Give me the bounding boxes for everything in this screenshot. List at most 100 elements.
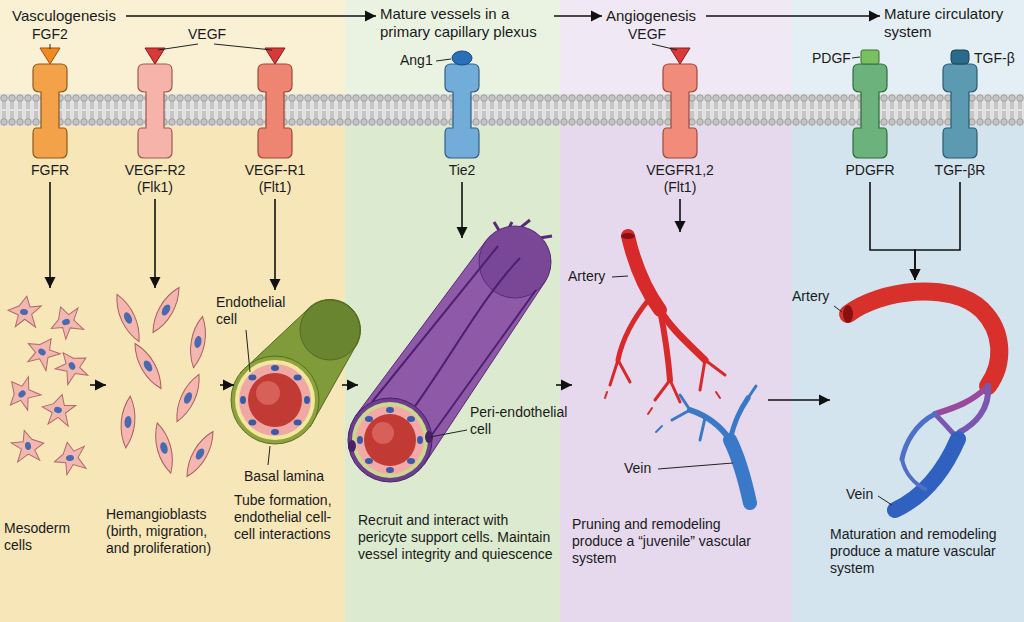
receptor-name: PDGFR (832, 162, 908, 179)
leader-line (246, 330, 270, 465)
juvenile-artery (605, 392, 607, 398)
stage-title: Angiogenesis (606, 7, 702, 25)
vessel-label: Vein (624, 460, 651, 477)
mesoderm-cell (61, 318, 71, 326)
hemangioblast-cell (147, 284, 185, 336)
artery-opening (621, 233, 635, 239)
hemangioblast-cell (151, 421, 177, 475)
mature-vessel (843, 305, 853, 323)
developmental-stage-panel: Mesoderm cells (4, 288, 90, 557)
juvenile-artery (618, 360, 630, 382)
endothelial-tube (248, 420, 256, 426)
hemangioblast-cell (181, 428, 219, 480)
arrow-connector (126, 15, 376, 17)
mesoderm-cell (9, 427, 46, 464)
pericyte-vessel (407, 458, 415, 464)
stage-caption: Maturation and remodeling produce a matu… (830, 526, 1016, 577)
mature-vessel (960, 386, 988, 432)
stage-title: Vasculogenesis (12, 7, 122, 25)
receptor-node: VEGFR1,2 (Flt1) (642, 62, 718, 199)
ligand-symbol (40, 48, 60, 64)
stage-caption: Hemangioblasts (birth, migration, and pr… (106, 506, 220, 557)
stage-caption: Pruning and remodeling produce a “juveni… (572, 516, 768, 567)
stage-heading-box: Angiogenesis (602, 4, 706, 28)
juvenile-vein (748, 386, 756, 398)
hemangioblast-cell (151, 421, 177, 475)
ligand-symbol (861, 50, 879, 64)
arrow-connector (49, 182, 51, 288)
juvenile-vein (680, 395, 690, 410)
hemangioblast-cell (147, 284, 185, 336)
arrow-connector (554, 15, 602, 17)
arrow-connector (154, 199, 156, 288)
ligand-symbol (670, 48, 690, 64)
leader-line (214, 44, 272, 50)
mesoderm-cell (51, 439, 88, 476)
mesoderm-cell (38, 390, 77, 429)
receptor-name: VEGFR1,2 (Flt1) (642, 162, 718, 196)
mesoderm-cell (5, 293, 42, 330)
hemangioblast-cell (187, 315, 209, 369)
pericyte-vessel (407, 416, 415, 422)
juvenile-vein (672, 410, 690, 420)
arrow-connector (870, 182, 915, 280)
receptor-symbol (445, 64, 479, 158)
receptor-name: VEGF-R1 (Flt1) (237, 162, 313, 196)
receptor-symbol (663, 64, 697, 158)
pericyte-vessel (364, 414, 416, 466)
receptor-node: PDGFR (832, 62, 908, 182)
hemangioblast-cell (182, 391, 193, 405)
juvenile-artery (716, 392, 720, 398)
arrow-connector (274, 199, 276, 290)
leader-line (158, 44, 198, 50)
juvenile-vein (690, 410, 730, 440)
endothelial-tube (271, 365, 279, 371)
hemangioblast-cell (111, 292, 145, 345)
juvenile-artery (648, 408, 652, 414)
leader-line (878, 496, 892, 505)
ligand-symbol (452, 51, 472, 65)
endothelial-tube (248, 373, 302, 427)
pericyte-vessel (365, 416, 373, 422)
receptor-symbol (258, 64, 292, 158)
receptor-name: TGF-βR (922, 162, 998, 179)
leader-line (436, 59, 451, 61)
stage-caption: Tube formation, endothelial cell-cell in… (234, 492, 342, 543)
pericyte-vessel (365, 458, 373, 464)
hemangioblast-cell (129, 340, 167, 392)
juvenile-vein (730, 398, 748, 440)
mesoderm-cell (45, 301, 86, 342)
receptor-symbol (33, 64, 977, 158)
receptor-node: FGFR (12, 62, 88, 182)
mesoderm-cell (0, 371, 45, 416)
hemangioblast-cell (171, 372, 205, 425)
endothelial-tube (271, 429, 279, 435)
arrow-connector (556, 384, 572, 386)
hemangioblast-cell (111, 284, 219, 480)
connector-group (50, 16, 960, 400)
hemangioblast-cell (119, 396, 137, 449)
ligand-name: TGF-β (974, 50, 1015, 67)
mesoderm-cell (50, 344, 94, 388)
arrow-connector (220, 384, 234, 386)
juvenile-artery (628, 236, 660, 310)
receptor-symbol (138, 64, 172, 158)
hemangioblast-cell (187, 315, 209, 369)
developmental-stage-panel: Hemangioblasts (birth, migration, and pr… (106, 288, 220, 560)
receptor-symbol (943, 64, 977, 158)
ligand-name: PDGF (812, 50, 851, 67)
developmental-stage-panel: Maturation and remodeling produce a matu… (830, 280, 1016, 580)
mesoderm-cell (51, 439, 88, 476)
developmental-stage-panel: Recruit and interact with pericyte suppo… (358, 238, 556, 566)
juvenile-vein (656, 386, 756, 503)
endothelial-tube (294, 420, 302, 426)
mature-vessel (902, 414, 935, 459)
endothelial-tube (294, 374, 302, 380)
arrow-connector (679, 199, 681, 232)
pericyte-vessel (348, 220, 552, 482)
vessel-label: Artery (792, 288, 829, 305)
leader-line (852, 57, 860, 58)
